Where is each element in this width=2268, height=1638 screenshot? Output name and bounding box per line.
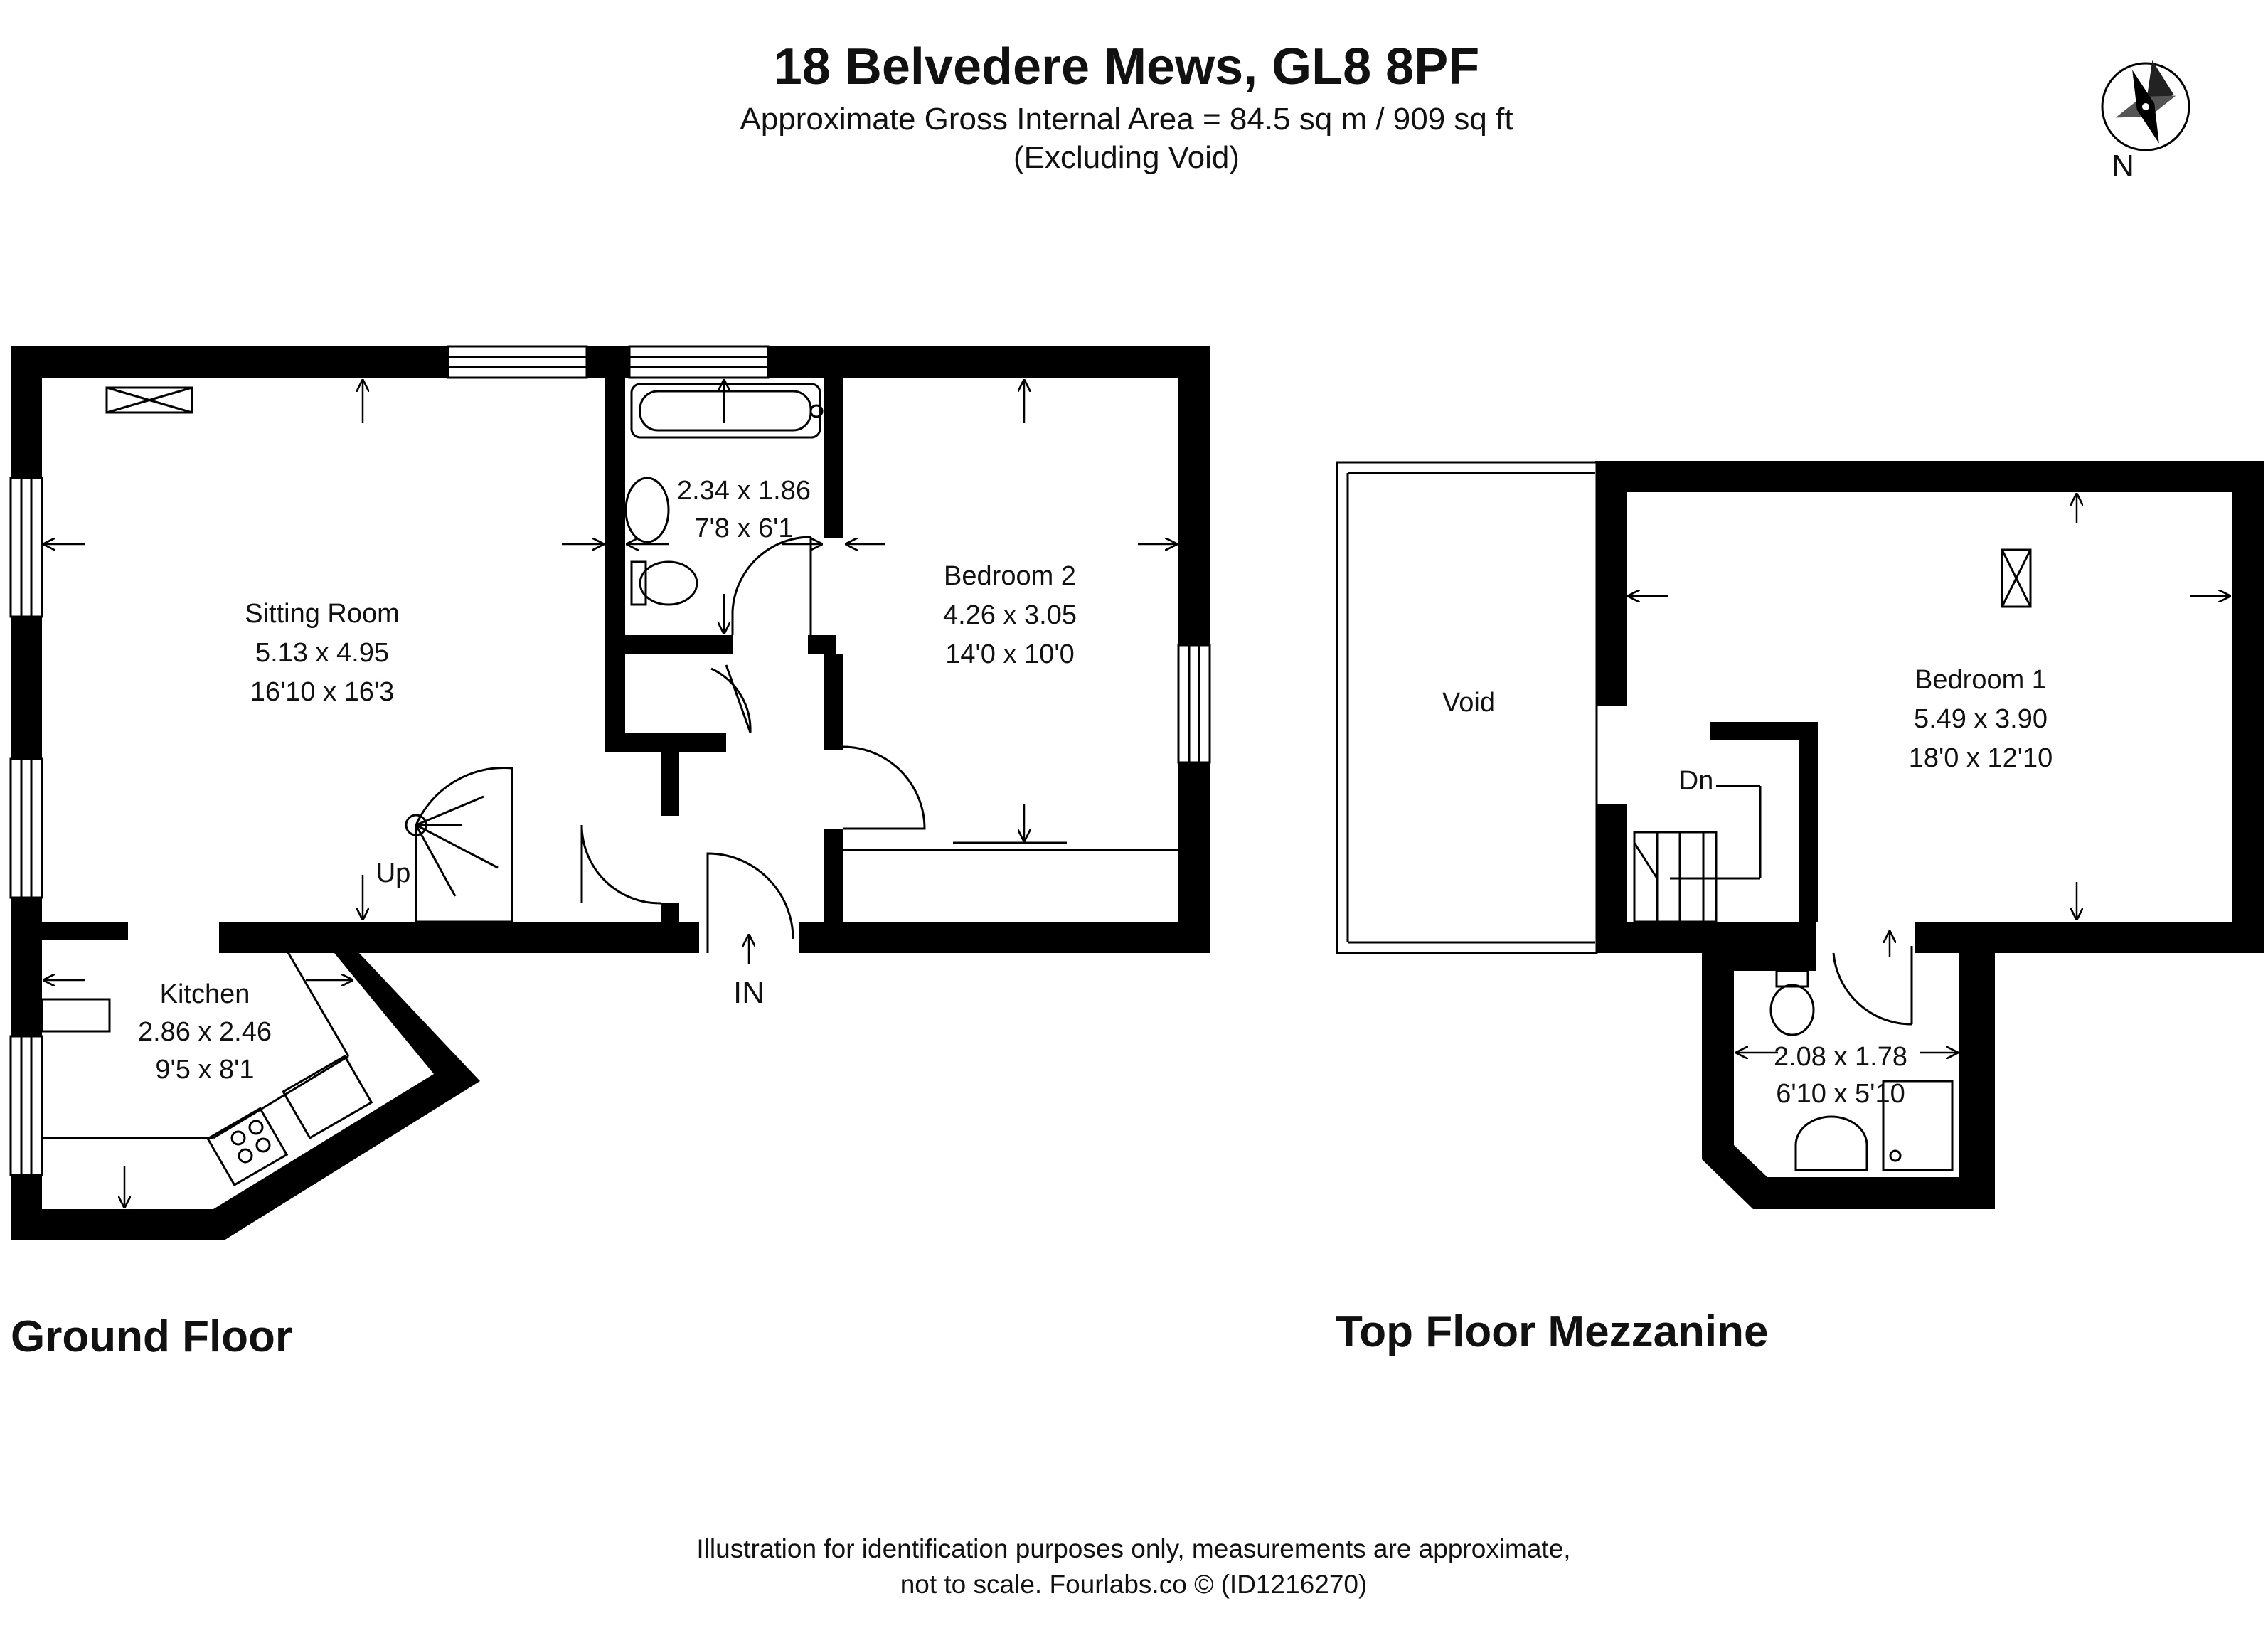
ground-floor-walls [11,346,1210,1240]
plan-title: 18 Belvedere Mews, GL8 8PF [774,38,1479,95]
compass-rose-icon [2101,60,2190,151]
bathroom-metric: 2.34 x 1.86 [677,476,811,506]
bedroom-1-imperial: 18'0 x 12'10 [1909,743,2053,773]
bathroom-imperial: 7'8 x 6'1 [694,514,793,543]
top-floor-fixtures [1633,548,2032,1171]
bedroom-2: Bedroom 2 4.26 x 3.05 14'0 x 10'0 [943,561,1077,669]
top-floor-dimension-arrows [1629,494,2230,1053]
bedroom-2-imperial: 14'0 x 10'0 [945,639,1074,669]
top-floor-label: Top Floor Mezzanine [1336,1307,1769,1356]
stairs-down-label: Dn [1679,766,1714,796]
compass-label: N [2112,149,2134,184]
kitchen-metric: 2.86 x 2.46 [138,1017,272,1047]
kitchen-name: Kitchen [160,979,250,1009]
sitting-room-metric: 5.13 x 4.95 [255,638,389,668]
sitting-room-name: Sitting Room [245,599,400,629]
void-label: Void [1442,688,1495,718]
sitting-room: Sitting Room 5.13 x 4.95 16'10 x 16'3 [245,599,400,707]
ensuite-imperial: 6'10 x 5'10 [1776,1079,1905,1109]
bathroom: 2.34 x 1.86 7'8 x 6'1 [677,476,811,543]
bedroom-1: Bedroom 1 5.49 x 3.90 18'0 x 12'10 [1909,665,2053,773]
area-note: (Excluding Void) [1013,140,1240,175]
void-area: Void [1336,461,1598,954]
sitting-room-imperial: 16'10 x 16'3 [250,677,395,707]
kitchen: Kitchen 2.86 x 2.46 9'5 x 8'1 [138,979,272,1085]
ground-floor-doors [580,536,926,953]
disclaimer-line-1: Illustration for identification purposes… [696,1534,1570,1563]
entrance-label: IN [733,975,765,1010]
ground-floor-label: Ground Floor [11,1312,292,1361]
bedroom-2-name: Bedroom 2 [944,561,1076,591]
top-floor-walls [1595,461,2264,1209]
ground-floor-dimension-arrows [44,381,1176,1207]
ground-floor-fixtures [41,383,1178,1186]
disclaimer-line-2: not to scale. Fourlabs.co © (ID1216270) [900,1570,1368,1599]
stairs-up-label: Up [376,858,411,888]
kitchen-imperial: 9'5 x 8'1 [155,1055,254,1085]
ensuite: 2.08 x 1.78 6'10 x 5'10 [1774,1042,1907,1109]
bedroom-2-metric: 4.26 x 3.05 [943,600,1077,630]
ground-floor-windows [9,345,1211,1176]
bedroom-1-name: Bedroom 1 [1915,665,2047,695]
gross-area-text: Approximate Gross Internal Area = 84.5 s… [740,102,1513,137]
ensuite-metric: 2.08 x 1.78 [1774,1042,1907,1072]
bedroom-1-metric: 5.49 x 3.90 [1914,704,2048,734]
